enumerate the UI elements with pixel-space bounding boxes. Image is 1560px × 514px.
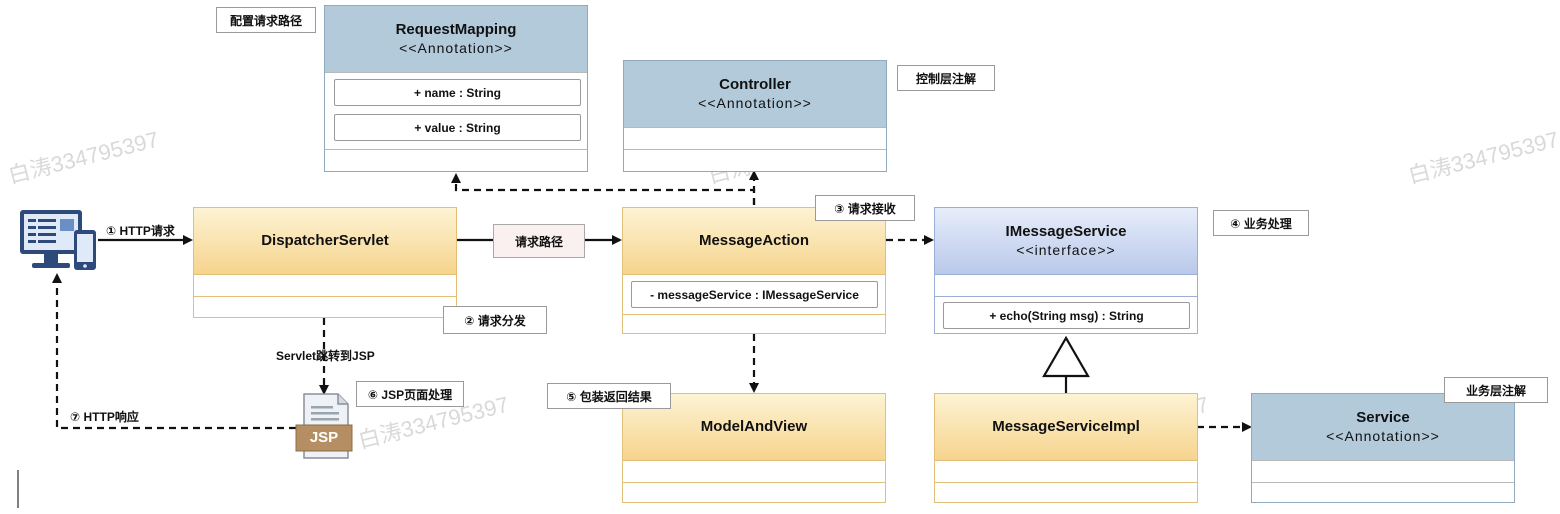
class-name: DispatcherServlet [261,232,389,249]
message-action-class: MessageAction - messageService : IMessag… [622,207,886,334]
class-stereotype: <<interface>> [1016,242,1116,258]
dispatcher-servlet-class: DispatcherServlet [193,207,457,318]
class-stereotype: <<Annotation>> [399,40,513,56]
computer-monitor-icon [20,210,96,270]
class-name: RequestMapping [395,21,517,38]
request-path-label: 请求路径 [493,224,585,258]
label-servlet-to-jsp: Servlet跳转到JSP [276,349,375,363]
jsp-file-icon [295,393,353,459]
request-mapping-class: RequestMapping <<Annotation>> + name : S… [324,5,588,172]
class-stereotype: <<Annotation>> [698,95,812,111]
class-name: MessageAction [698,232,810,249]
attribute-message-service: - messageService : IMessageService [631,281,878,308]
note-request-dispatch: ② 请求分发 [443,306,547,334]
class-name: IMessageService [1005,223,1127,240]
method-echo: + echo(String msg) : String [943,302,1190,329]
service-annotation-class: Service <<Annotation>> [1251,393,1515,503]
jsp-label: JSP [309,429,339,446]
attribute-name: + name : String [334,79,581,106]
note-business-processing: ④ 业务处理 [1213,210,1309,236]
note-wrap-result: ⑤ 包装返回结果 [547,383,671,409]
note-controller-annotation: 控制层注解 [897,65,995,91]
message-service-impl-class: MessageServiceImpl [934,393,1198,503]
class-name: MessageServiceImpl [992,418,1140,435]
label-http-response: ⑦ HTTP响应 [70,410,139,424]
note-jsp-processing: ⑥ JSP页面处理 [356,381,464,407]
note-config-path: 配置请求路径 [216,7,316,33]
class-name: Controller [719,76,791,93]
realization-triangle [1042,335,1090,378]
imessage-service-interface: IMessageService <<interface>> + echo(Str… [934,207,1198,334]
note-request-receive: ③ 请求接收 [815,195,915,221]
arrow-http-response [52,273,296,430]
class-name: ModelAndView [700,418,808,435]
model-and-view-class: ModelAndView [622,393,886,503]
attribute-value: + value : String [334,114,581,141]
note-service-annotation: 业务层注解 [1444,377,1548,403]
controller-class: Controller <<Annotation>> [623,60,887,172]
class-stereotype: <<Annotation>> [1326,428,1440,444]
label-http-request: ① HTTP请求 [106,224,175,238]
class-name: Service [1356,409,1410,426]
